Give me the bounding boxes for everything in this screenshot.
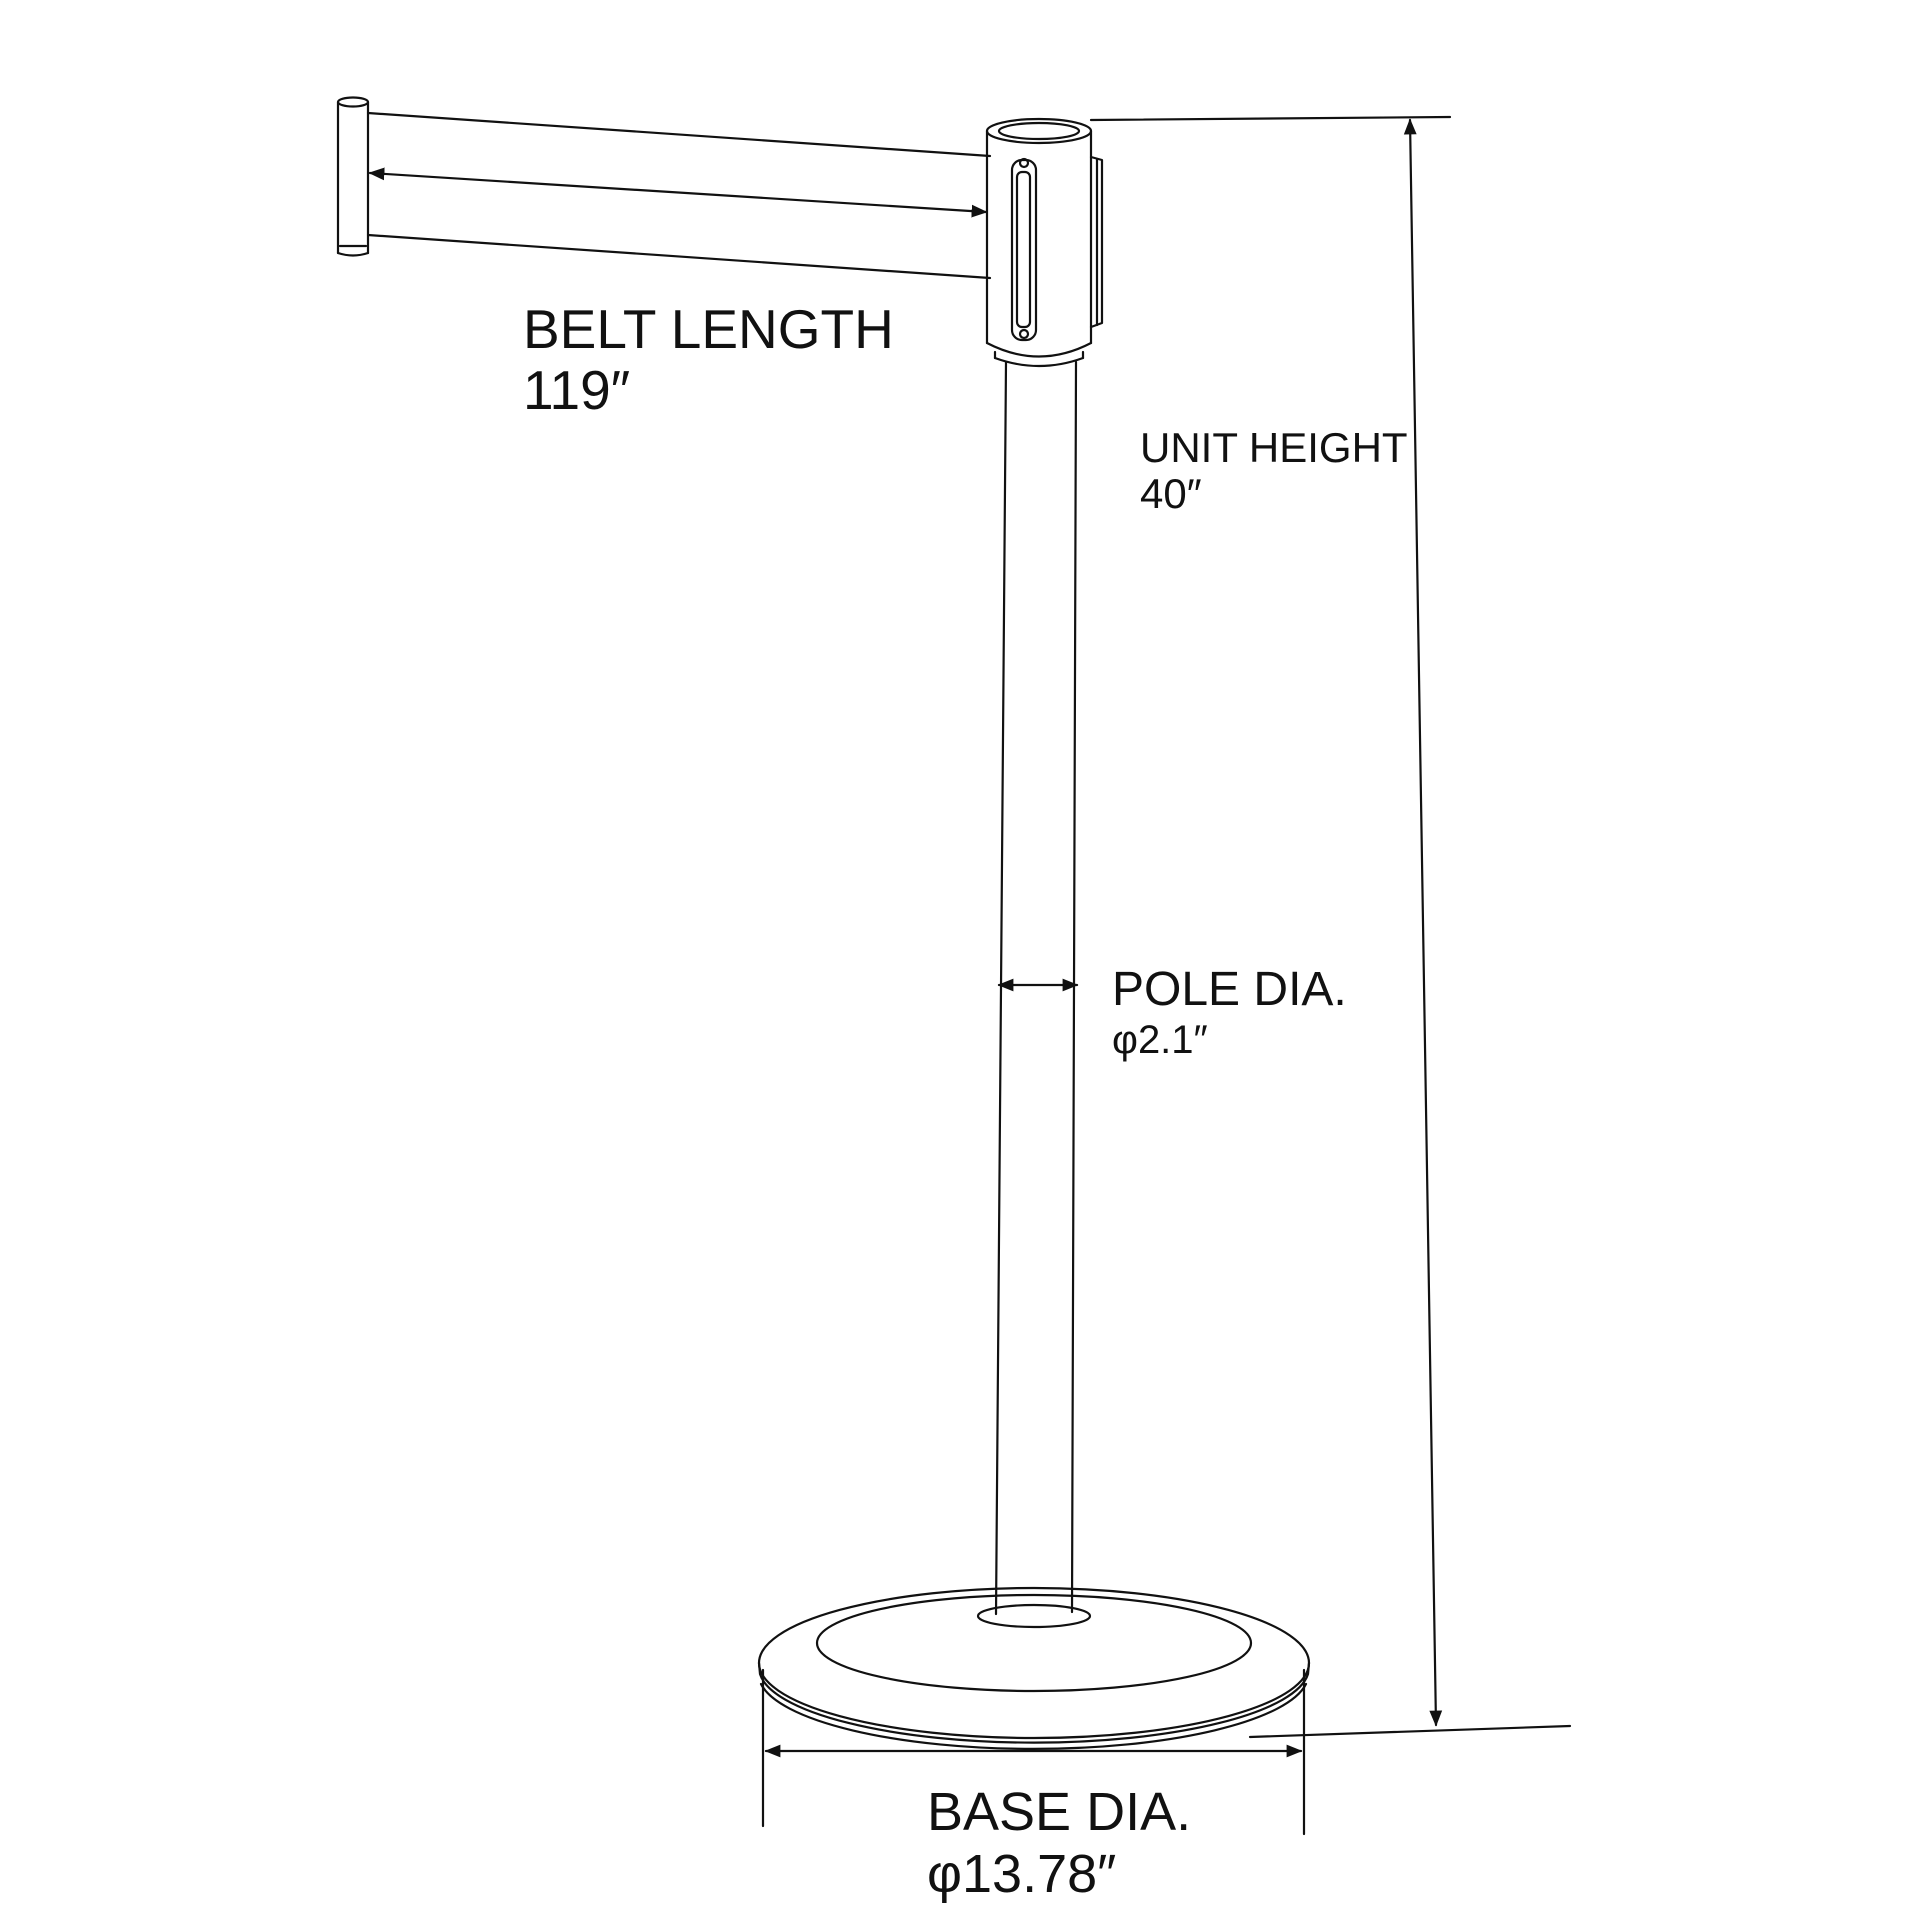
unit-height-title: UNIT HEIGHT	[1140, 424, 1408, 471]
pole-diameter-label: POLE DIA. φ2.1″	[1112, 963, 1347, 1062]
belt-length-arrow	[368, 167, 988, 218]
unit-height-label: UNIT HEIGHT 40″	[1140, 427, 1408, 515]
belt-length-value: 119″	[523, 359, 631, 421]
base-diameter-title: BASE DIA.	[927, 1782, 1192, 1842]
stanchion-pole	[994, 360, 1078, 1616]
belt-end-clip	[336, 96, 370, 257]
unit-height-value: 40″	[1140, 470, 1202, 517]
belt-cassette-head	[985, 117, 1104, 368]
base-diameter-value: φ13.78″	[927, 1844, 1117, 1904]
base-diameter-label: BASE DIA. φ13.78″	[927, 1785, 1191, 1901]
pole-diameter-title: POLE DIA.	[1112, 963, 1347, 1016]
extended-belt	[366, 111, 992, 280]
belt-length-title: BELT LENGTH	[523, 298, 894, 360]
pole-diameter-value: φ2.1″	[1112, 1018, 1208, 1062]
base-diameter-dimension	[761, 1668, 1306, 1836]
unit-height-dimension	[1089, 115, 1572, 1739]
stanchion-base	[757, 1586, 1311, 1751]
belt-length-label: BELT LENGTH 119″	[523, 302, 894, 418]
